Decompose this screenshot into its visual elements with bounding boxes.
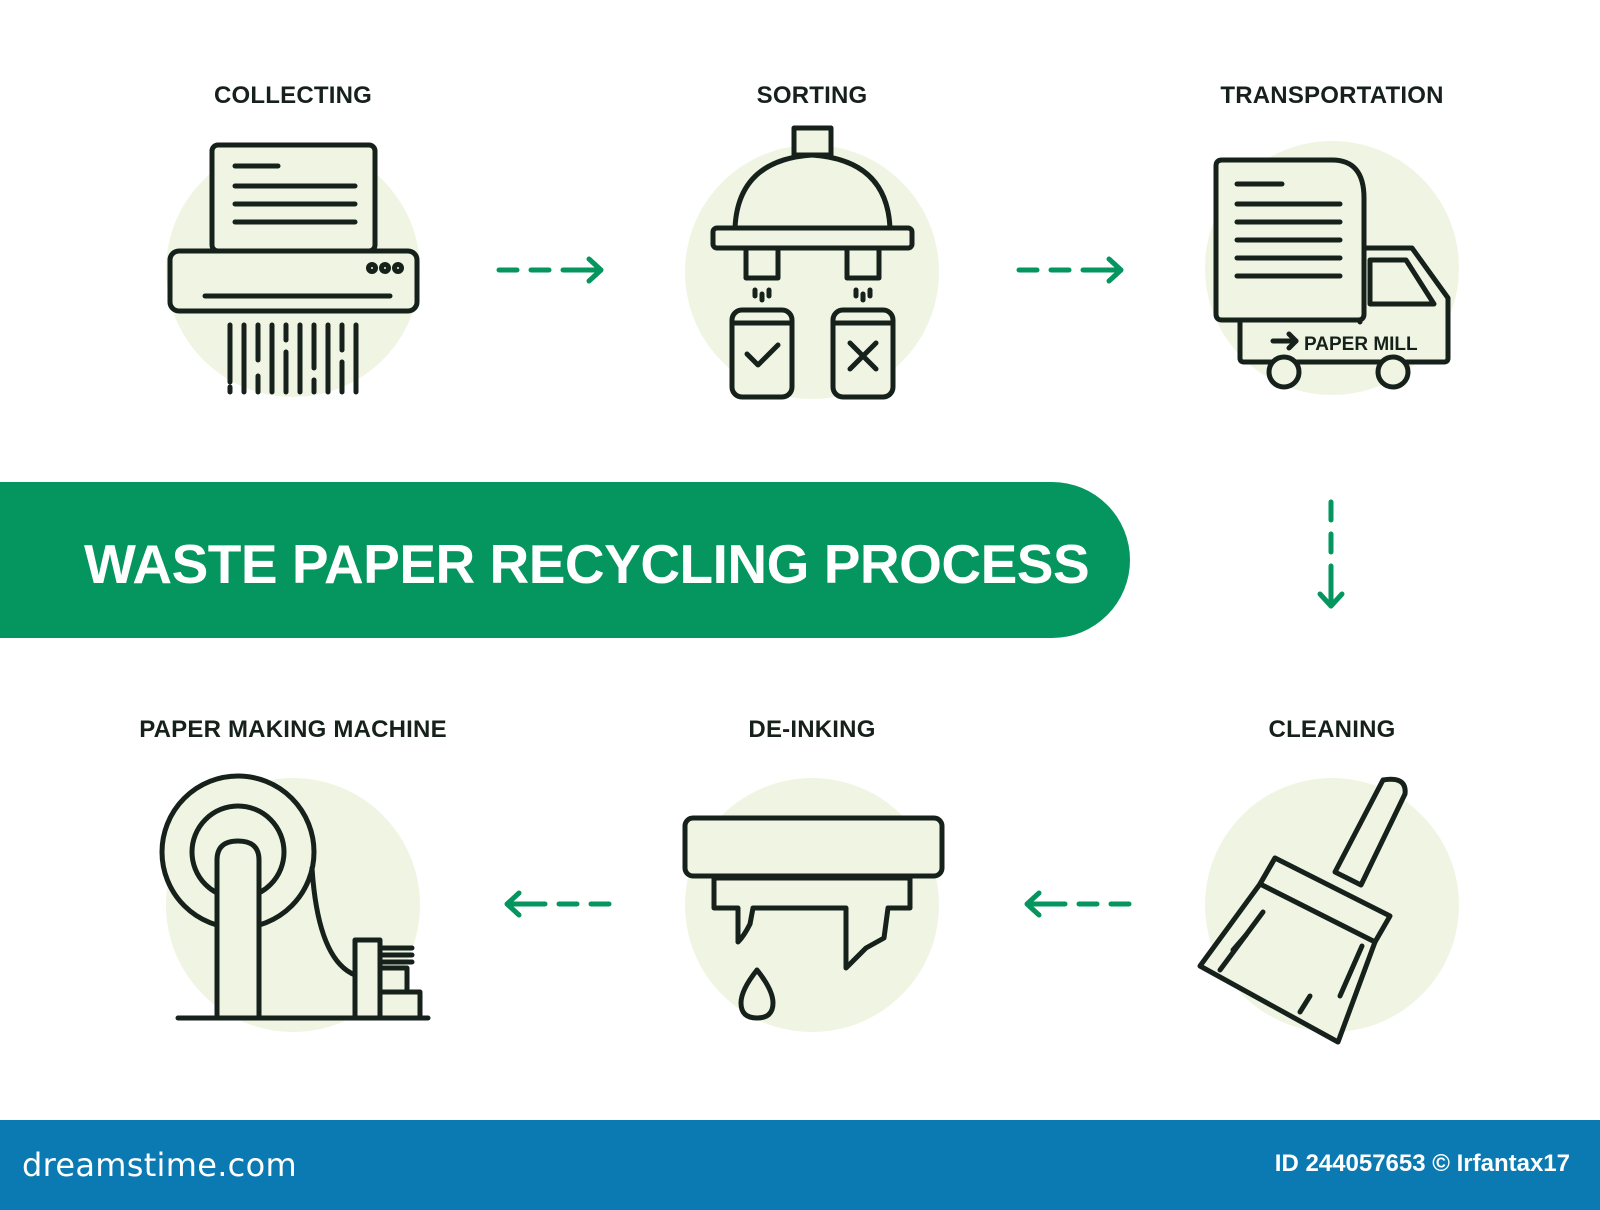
page-title: WASTE PAPER RECYCLING PROCESS xyxy=(84,533,1090,595)
paper-shredder-icon xyxy=(166,142,420,397)
broom-icon xyxy=(1197,776,1459,1045)
title-banner: WASTE PAPER RECYCLING PROCESS xyxy=(0,482,1130,638)
step-label-de-inking: DE-INKING xyxy=(748,716,876,743)
arrow-transportation-to-cleaning xyxy=(1317,499,1345,609)
step-label-paper-making-machine: PAPER MAKING MACHINE xyxy=(139,716,447,743)
step-label-collecting: COLLECTING xyxy=(214,82,372,109)
arrow-cleaning-to-de-inking xyxy=(1024,890,1132,918)
arrow-collecting-to-sorting xyxy=(496,256,604,284)
step-label-transportation: TRANSPORTATION xyxy=(1220,82,1444,109)
delivery-truck-icon: PAPER MILL xyxy=(1205,141,1459,395)
paper-roll-machine-icon xyxy=(159,773,431,1032)
arrow-de-inking-to-paper-making xyxy=(504,890,612,918)
footer-bar: dreamstime.com ID 244057653 © Irfantax17 xyxy=(0,1120,1600,1210)
footer-image-id: ID 244057653 © Irfantax17 xyxy=(1274,1150,1570,1177)
step-label-cleaning: CLEANING xyxy=(1268,716,1396,743)
de-inking-machine-icon xyxy=(682,778,945,1032)
step-label-sorting: SORTING xyxy=(756,82,868,109)
footer-site-name: dreamstime.com xyxy=(22,1146,297,1184)
arrow-sorting-to-transportation xyxy=(1016,256,1124,284)
sorting-machine-icon xyxy=(685,125,939,400)
truck-side-text: PAPER MILL xyxy=(1304,334,1418,355)
